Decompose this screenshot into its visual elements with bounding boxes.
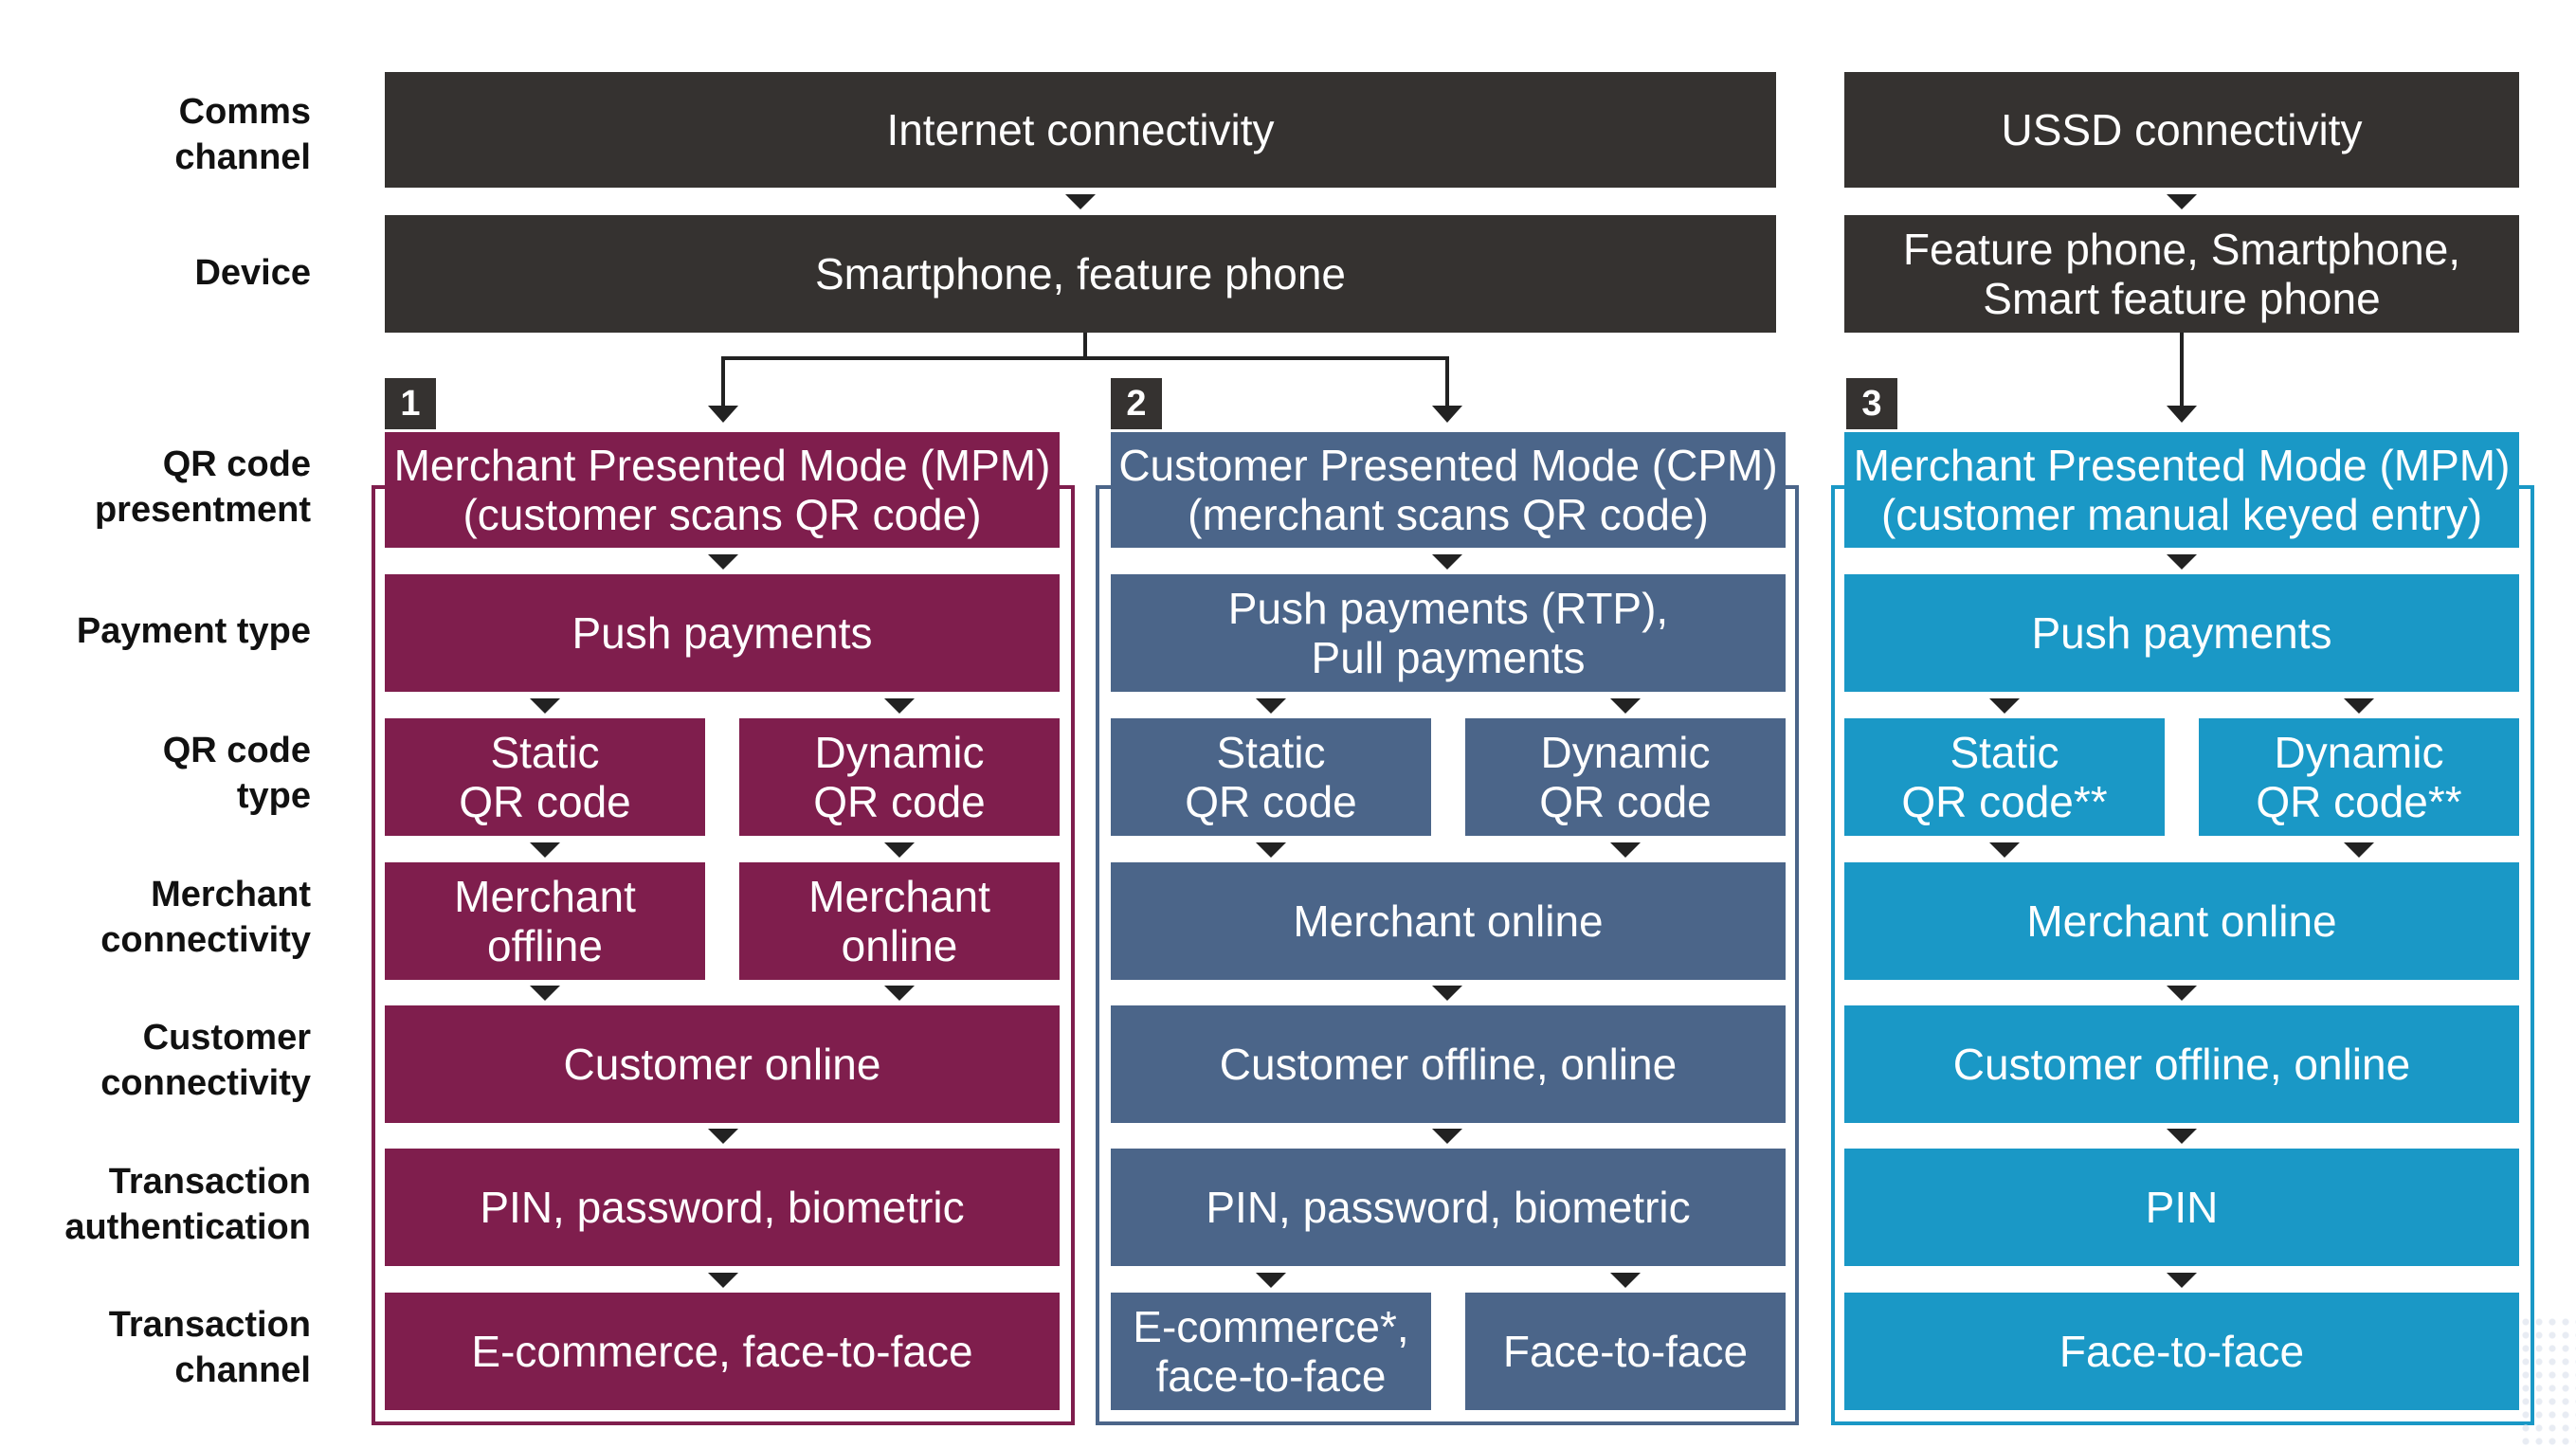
col3-qr-dynamic-box: Dynamic QR code** [2199, 718, 2519, 836]
arrow-head-1 [708, 406, 738, 423]
col1-arrow-payment-dynamic [884, 698, 915, 714]
col2-qr-dynamic-box: Dynamic QR code [1465, 718, 1786, 836]
col3-merchant-box: Merchant online [1844, 862, 2519, 980]
arrow-head-3 [2167, 406, 2197, 423]
row-label-transaction-authentication: Transaction authentication [64, 1162, 311, 1247]
col1-auth-box: PIN, password, biometric [385, 1149, 1060, 1266]
col2-arrow-customer-auth [1432, 1129, 1462, 1144]
col1-arrow-dynamic-online [884, 842, 915, 858]
col1-presentment-box: Merchant Presented Mode (MPM) (customer … [385, 432, 1060, 548]
column-1-badge: 1 [385, 378, 436, 429]
col1-payment-box: Push payments [385, 574, 1060, 692]
col1-customer-box: Customer online [385, 1005, 1060, 1123]
col1-qr-dynamic-box: Dynamic QR code [739, 718, 1060, 836]
col3-arrow-dynamic-merchant [2344, 842, 2374, 858]
col1-arrow-offline-customer [530, 986, 560, 1001]
ussd-connectivity-box: USSD connectivity [1844, 72, 2519, 188]
row-label-merchant-connectivity: Merchant connectivity [100, 875, 311, 960]
col2-payment-box: Push payments (RTP), Pull payments [1111, 574, 1786, 692]
col3-payment-box: Push payments [1844, 574, 2519, 692]
row-label-device: Device [194, 253, 311, 293]
col2-channel-face-box: Face-to-face [1465, 1293, 1786, 1410]
col3-presentment-box: Merchant Presented Mode (MPM) (customer … [1844, 432, 2519, 548]
col2-presentment-box: Customer Presented Mode (CPM) (merchant … [1111, 432, 1786, 548]
col3-arrow-presentment-payment [2167, 554, 2197, 570]
row-label-payment-type: Payment type [76, 611, 311, 651]
col3-auth-box: PIN [1844, 1149, 2519, 1266]
col3-qr-static-box: Static QR code** [1844, 718, 2165, 836]
device-ussd-box: Feature phone, Smartphone, Smart feature… [1844, 215, 2519, 333]
col1-qr-static-box: Static QR code [385, 718, 705, 836]
col3-arrow-payment-static [1989, 698, 2020, 714]
col3-arrow-static-merchant [1989, 842, 2020, 858]
row-label-qr-presentment: QR code presentment [94, 444, 311, 530]
col3-arrow-auth-channel [2167, 1273, 2197, 1288]
row-label-qr-type: QR code type [162, 731, 311, 816]
col1-arrow-auth-channel [708, 1273, 738, 1288]
arrow-head-2 [1432, 406, 1462, 423]
col1-arrow-payment-static [530, 698, 560, 714]
col1-arrow-presentment-payment [708, 554, 738, 570]
col2-arrow-auth-face [1610, 1273, 1641, 1288]
col2-qr-static-box: Static QR code [1111, 718, 1431, 836]
col2-auth-box: PIN, password, biometric [1111, 1149, 1786, 1266]
device-internet-box: Smartphone, feature phone [385, 215, 1776, 333]
col3-arrow-customer-auth [2167, 1129, 2197, 1144]
col3-customer-box: Customer offline, online [1844, 1005, 2519, 1123]
column-2-badge: 2 [1111, 378, 1162, 429]
decorative-dot-pattern [2519, 1315, 2576, 1448]
col2-arrow-auth-ecommerce [1256, 1273, 1286, 1288]
col2-customer-box: Customer offline, online [1111, 1005, 1786, 1123]
row-label-comms-channel: Comms channel [174, 92, 311, 177]
col2-channel-ecommerce-box: E-commerce*, face-to-face [1111, 1293, 1431, 1410]
col3-arrow-merchant-customer [2167, 986, 2197, 1001]
col1-arrow-customer-auth [708, 1129, 738, 1144]
column-3-badge: 3 [1846, 378, 1897, 429]
col2-arrow-merchant-customer [1432, 986, 1462, 1001]
connector-to-cpm [1085, 356, 1449, 409]
col2-arrow-static-merchant [1256, 842, 1286, 858]
connector-to-mpm [721, 333, 1087, 409]
col1-merchant-offline-box: Merchant offline [385, 862, 705, 980]
col1-channel-box: E-commerce, face-to-face [385, 1293, 1060, 1410]
col1-arrow-static-offline [530, 842, 560, 858]
col1-merchant-online-box: Merchant online [739, 862, 1060, 980]
col3-arrow-payment-dynamic [2344, 698, 2374, 714]
col2-arrow-payment-dynamic [1610, 698, 1641, 714]
col2-arrow-payment-static [1256, 698, 1286, 714]
col3-channel-box: Face-to-face [1844, 1293, 2519, 1410]
col2-merchant-box: Merchant online [1111, 862, 1786, 980]
row-label-transaction-channel: Transaction channel [108, 1305, 311, 1390]
col2-arrow-presentment-payment [1432, 554, 1462, 570]
arrow-internet-to-device [1065, 194, 1096, 209]
internet-connectivity-box: Internet connectivity [385, 72, 1776, 188]
col2-arrow-dynamic-merchant [1610, 842, 1641, 858]
col1-arrow-online-customer [884, 986, 915, 1001]
arrow-ussd-to-device [2167, 194, 2197, 209]
row-label-customer-connectivity: Customer connectivity [100, 1018, 311, 1103]
